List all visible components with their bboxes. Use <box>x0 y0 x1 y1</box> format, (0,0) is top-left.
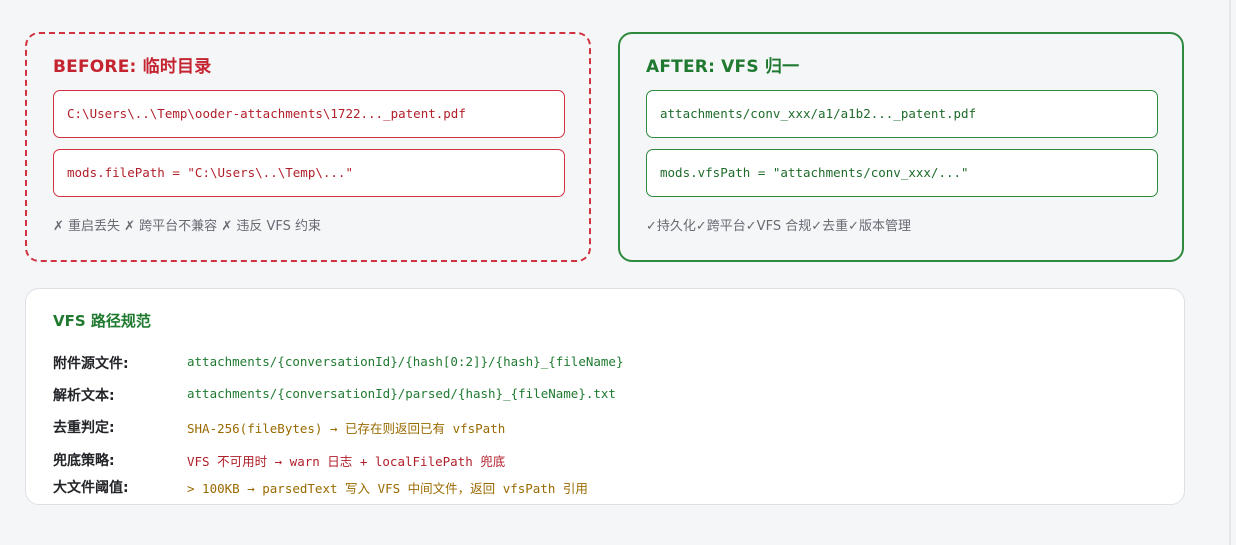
before-title: BEFORE: 临时目录 <box>53 57 212 77</box>
before-panel: BEFORE: 临时目录 C:\Users\..\Temp\ooder-atta… <box>25 32 591 262</box>
after-panel: AFTER: VFS 归一 attachments/conv_xxx/a1/a1… <box>618 32 1184 262</box>
spec-value: VFS 不可用时 → warn 日志 + localFilePath 兜底 <box>187 454 506 469</box>
vfs-spec-panel: VFS 路径规范 附件源文件: attachments/{conversatio… <box>25 288 1185 505</box>
after-path-example: attachments/conv_xxx/a1/a1b2..._patent.p… <box>646 90 1158 138</box>
window-right-edge <box>1229 0 1231 545</box>
spec-label: 大文件阈值: <box>53 480 129 496</box>
spec-label: 兜底策略: <box>53 453 115 469</box>
before-path-example: C:\Users\..\Temp\ooder-attachments\1722.… <box>53 90 565 138</box>
spec-value: > 100KB → parsedText 写入 VFS 中间文件，返回 vfsP… <box>187 481 588 496</box>
spec-label: 解析文本: <box>53 388 115 404</box>
after-benefits: ✓持久化✓跨平台✓VFS 合规✓去重✓版本管理 <box>646 219 911 234</box>
spec-value: SHA-256(fileBytes) → 已存在则返回已有 vfsPath <box>187 421 506 436</box>
spec-label: 附件源文件: <box>53 356 129 372</box>
spec-value: attachments/{conversationId}/parsed/{has… <box>187 386 616 401</box>
before-mods-example: mods.filePath = "C:\Users\..\Temp\..." <box>53 149 565 197</box>
after-mods-example: mods.vfsPath = "attachments/conv_xxx/...… <box>646 149 1158 197</box>
spec-value: attachments/{conversationId}/{hash[0:2]}… <box>187 354 624 369</box>
after-title: AFTER: VFS 归一 <box>646 57 800 77</box>
spec-title: VFS 路径规范 <box>53 312 151 330</box>
before-issues: ✗ 重启丢失 ✗ 跨平台不兼容 ✗ 违反 VFS 约束 <box>53 219 321 234</box>
spec-label: 去重判定: <box>53 420 115 436</box>
